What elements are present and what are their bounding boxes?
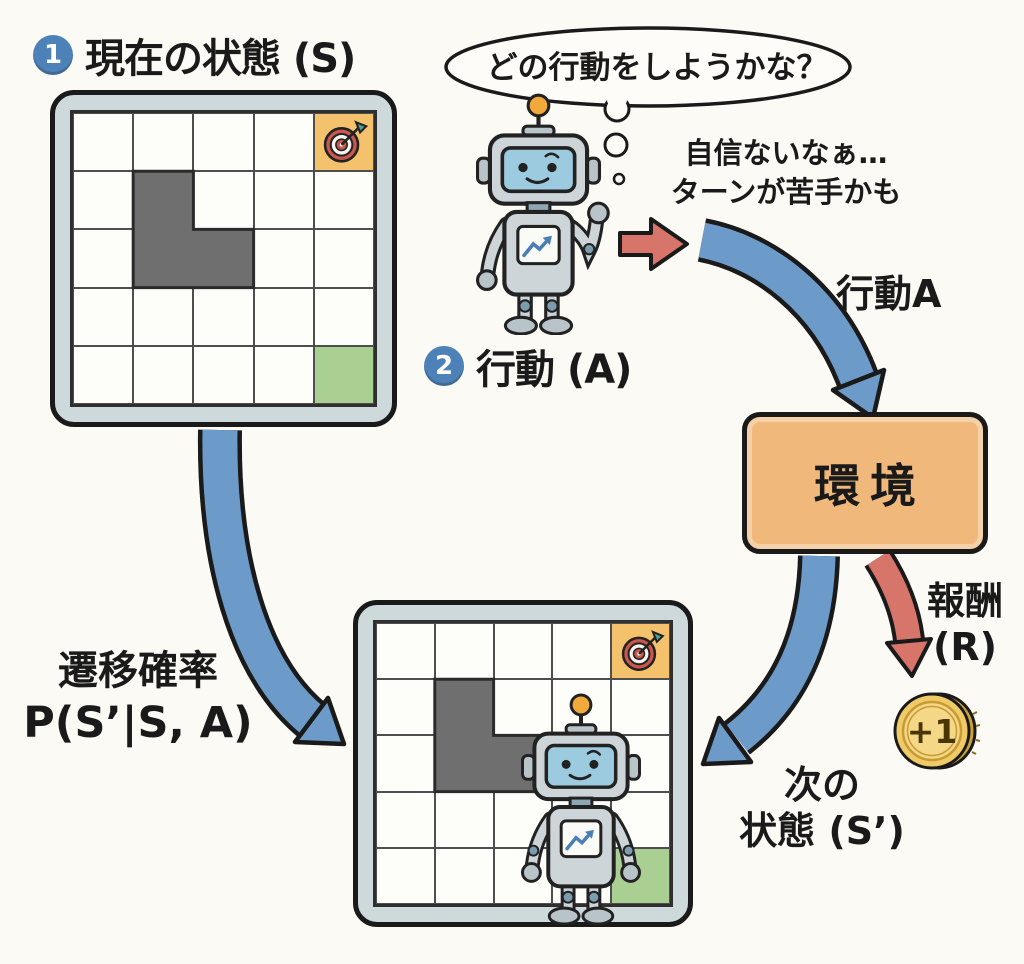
- grid-cell: [253, 113, 314, 172]
- grid-cell: [193, 171, 254, 230]
- reward-label: 報酬 (R): [910, 578, 1020, 670]
- grid-cell: [434, 679, 494, 736]
- grid-cell: [434, 847, 494, 904]
- env-to-next-state-arrow: [700, 555, 840, 767]
- reward-label-line1: 報酬: [926, 579, 1003, 623]
- small-action-arrow: [618, 217, 689, 271]
- transition-probability-label: 遷移確率 P(S’|S, A): [14, 645, 262, 749]
- grid-cell: [193, 113, 254, 172]
- grid-cell: [376, 847, 435, 904]
- target-icon: [324, 121, 368, 163]
- grid-cell: [253, 229, 314, 288]
- reward-label-line2: (R): [933, 625, 997, 669]
- thought-bubble-text: どの行動をしようかな？: [486, 50, 828, 86]
- grid-cell: [193, 229, 254, 288]
- grid-cell: [73, 171, 134, 230]
- next-state-line2: 状態 (S’): [739, 809, 905, 853]
- step2-badge: 2: [424, 346, 464, 386]
- grid-cell: [313, 171, 374, 230]
- action-arrow-label: 行動A: [836, 272, 942, 316]
- grid-cell: [313, 229, 374, 288]
- grid-cell: [193, 345, 254, 404]
- grid-cell: [376, 791, 435, 848]
- grid-cell: [434, 623, 494, 680]
- transition-line2: P(S’|S, A): [23, 698, 253, 748]
- grid-cell: [133, 229, 194, 288]
- robot-character-next-state: [506, 692, 656, 925]
- grid-cell: [73, 113, 134, 172]
- grid-cell: [253, 171, 314, 230]
- grid-cell: [73, 287, 134, 346]
- grid-cell: [73, 229, 134, 288]
- thought-trail-dot: [603, 132, 629, 158]
- robot-monologue: 自信ないなぁ… ターンが苦手かも: [618, 134, 954, 212]
- grid-cell: [313, 287, 374, 346]
- thought-trail-dot-small: [612, 172, 626, 186]
- current-grid-cells: [70, 110, 377, 407]
- grid-cell: [253, 345, 314, 404]
- grid-cell: [253, 287, 314, 346]
- environment-box: 環境: [742, 412, 988, 554]
- transition-line1: 遷移確率: [58, 648, 218, 694]
- grid-cell: [611, 623, 670, 680]
- grid-cell: [73, 345, 134, 404]
- step1-title: 現在の状態 (S): [85, 36, 356, 82]
- grid-cell: [313, 345, 374, 404]
- step1-badge: 1: [33, 35, 73, 75]
- grid-cell: [193, 287, 254, 346]
- step2-label: 2 行動 (A): [424, 337, 632, 395]
- current-state-grid: [50, 90, 397, 427]
- monologue-line2: ターンが苦手かも: [670, 175, 902, 209]
- next-state-line1: 次の: [783, 763, 860, 807]
- grid-cell: [434, 735, 494, 792]
- environment-label: 環境: [814, 459, 926, 513]
- step2-title: 行動 (A): [476, 347, 632, 393]
- grid-cell: [376, 623, 435, 680]
- grid-cell: [552, 623, 612, 680]
- grid-cell: [376, 679, 435, 736]
- grid-cell: [493, 623, 553, 680]
- next-state-label: 次の 状態 (S’): [728, 762, 916, 854]
- grid-cell: [133, 287, 194, 346]
- grid-cell: [133, 113, 194, 172]
- coin-value: +1: [907, 712, 958, 751]
- coin-icon: +1: [893, 692, 980, 770]
- target-icon: [621, 630, 664, 672]
- monologue-line1: 自信ないなぁ…: [684, 136, 888, 170]
- grid-cell: [376, 735, 435, 792]
- grid-cell: [434, 791, 494, 848]
- robot-character: [461, 92, 616, 335]
- thought-bubble: [444, 26, 852, 186]
- grid-cell: [313, 113, 374, 172]
- step1-label: 1 現在の状態 (S): [33, 26, 356, 84]
- grid-cell: [133, 345, 194, 404]
- grid-cell: [133, 171, 194, 230]
